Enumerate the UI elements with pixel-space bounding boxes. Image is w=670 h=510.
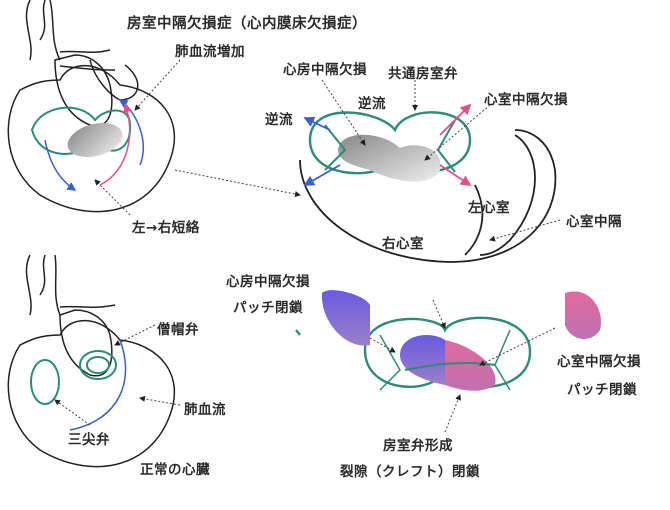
- label-av-valve-repair: 房室弁形成: [383, 438, 453, 454]
- label-pulmonary-flow-increase: 肺血流増加: [175, 44, 245, 60]
- label-vsd: 心室中隔欠損: [484, 92, 568, 108]
- label-cleft-closure: 裂隙（クレフト）閉鎖: [340, 464, 480, 480]
- repaired-valve: [295, 290, 601, 391]
- label-regurgitation-1: 逆流: [358, 96, 386, 112]
- leader-lines: [54, 59, 561, 433]
- label-left-ventricle: 左心室: [468, 200, 510, 216]
- avsd-heart: [7, 0, 176, 213]
- label-right-ventricle: 右心室: [382, 236, 424, 252]
- diagram-title: 房室中隔欠損症（心内膜床欠損症）: [127, 16, 367, 32]
- label-pulmonary-flow: 肺血流: [184, 402, 226, 418]
- label-vsd-patch-2: パッチ閉鎖: [567, 382, 637, 398]
- av-valve-section: [299, 103, 557, 263]
- label-left-right-shunt: 左→右短絡: [132, 220, 200, 236]
- label-mitral-valve: 僧帽弁: [157, 322, 199, 338]
- label-ventricular-septum: 心室中隔: [566, 214, 622, 230]
- label-asd-patch-1: 心房中隔欠損: [226, 274, 310, 290]
- label-asd: 心房中隔欠損: [283, 62, 367, 78]
- label-regurgitation-2: 逆流: [265, 112, 293, 128]
- label-asd-patch-2: パッチ閉鎖: [233, 300, 303, 316]
- label-tricuspid-valve: 三尖弁: [68, 432, 110, 448]
- normal-heart: [7, 254, 176, 468]
- label-vsd-patch-1: 心室中隔欠損: [557, 354, 641, 370]
- label-common-av-valve: 共通房室弁: [388, 66, 458, 82]
- label-normal-heart: 正常の心臓: [140, 462, 210, 478]
